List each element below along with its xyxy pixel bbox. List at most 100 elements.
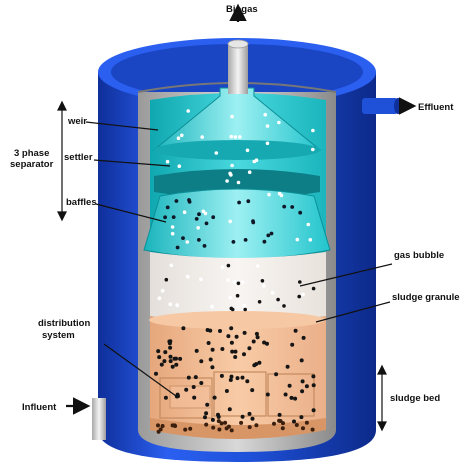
gas-bubble: [238, 135, 242, 139]
gas-bubble: [262, 284, 266, 288]
sludge-granule: [255, 335, 260, 340]
sludge-granule: [235, 376, 240, 381]
gas-bubble: [165, 159, 170, 164]
sludge-granule: [203, 415, 207, 420]
sludge-granule: [233, 355, 238, 359]
sludge-granule: [165, 205, 170, 210]
sludge-granule: [229, 428, 234, 433]
gas-bubble: [265, 124, 270, 128]
weir-leader: [85, 121, 159, 131]
sludge-granule: [226, 334, 231, 339]
biogas-pipe: [227, 39, 249, 94]
sludge-granule: [184, 387, 189, 392]
sludge-granule: [242, 352, 246, 357]
gas-bubble: [186, 109, 190, 113]
sludge-granule: [208, 357, 213, 362]
sludge-granule: [246, 199, 251, 204]
sludge-granule: [247, 425, 252, 430]
sludge-granule: [160, 424, 165, 428]
sludge-granule: [163, 215, 168, 220]
sludge-granule: [228, 378, 233, 382]
distribution-leader: [103, 343, 177, 397]
gas-bubble: [267, 192, 271, 197]
sludge-granule: [208, 328, 213, 333]
sludge-granule: [199, 359, 204, 364]
sludge-granule: [266, 233, 271, 238]
gas-bubble: [295, 237, 300, 242]
sludge-granule: [299, 358, 304, 363]
sludge-granule: [194, 348, 199, 353]
sludge-granule: [175, 245, 180, 250]
sludge-granule: [294, 423, 299, 427]
sludge-granule: [254, 331, 259, 336]
sludge-granule: [274, 372, 279, 377]
sludge-granule: [235, 293, 240, 298]
gas-bubble: [180, 133, 184, 138]
sludge-granule: [164, 277, 169, 282]
sludge-bed-bracket: [377, 364, 387, 432]
sludge-granule: [210, 347, 215, 352]
sludge-granule: [188, 426, 193, 431]
gas-bubble: [240, 280, 245, 285]
gas-bubble: [228, 295, 233, 300]
sludge-granule: [240, 375, 245, 380]
weir-label: weir: [67, 116, 87, 127]
sludge-granule: [224, 426, 229, 431]
gas-bubble: [311, 128, 315, 133]
sludge-granule: [175, 392, 180, 397]
gas-bubble: [210, 304, 214, 309]
sludge-granule: [280, 426, 285, 431]
gas-bubble: [270, 290, 275, 295]
sludge-granule: [290, 342, 295, 347]
sludge-granule: [301, 335, 306, 340]
gas-bubble: [308, 238, 313, 242]
sludge-granule: [206, 341, 211, 345]
sludge-granule: [290, 205, 295, 209]
sludge-granule: [210, 365, 215, 370]
sludge-granule: [293, 396, 298, 401]
sludge-granule: [197, 212, 201, 217]
gas-bubble: [176, 136, 181, 140]
sludge-granule: [192, 395, 197, 400]
sludge-granule: [219, 373, 224, 378]
gas-bubble: [245, 148, 250, 153]
gas-bubble: [263, 112, 268, 117]
gas-bubble: [228, 219, 232, 224]
sludge-granule: [170, 423, 175, 428]
sludge-granule: [311, 374, 316, 379]
sludge-granule: [178, 356, 183, 361]
sludge-granule: [243, 307, 247, 312]
sludge-granule: [202, 244, 207, 248]
sludge-bed-label: sludge bed: [390, 393, 440, 404]
sludge-granule: [251, 220, 256, 225]
sludge-granule: [247, 411, 252, 416]
gas-bubble: [255, 264, 260, 268]
sludge-granule: [211, 425, 216, 430]
sludge-granule: [218, 329, 222, 333]
sludge-granule: [287, 383, 292, 388]
sludge-granule: [243, 238, 248, 242]
separator-label-line2: separator: [10, 159, 54, 170]
separator-bracket: [57, 100, 67, 222]
sludge-granule: [282, 204, 287, 209]
gas-bubble: [254, 158, 259, 162]
gas-bubble: [168, 302, 173, 307]
sludge-granule: [193, 375, 198, 380]
sludge-granule: [216, 412, 220, 417]
sludge-granule: [220, 347, 225, 351]
gas-bubble: [232, 280, 237, 284]
sludge-granule: [298, 210, 303, 215]
influent-label: Influent: [22, 402, 57, 413]
distribution-label-line1: distribution: [38, 318, 90, 329]
sludge-granule: [311, 286, 316, 291]
sludge-granule: [168, 359, 173, 364]
sludge-granule: [265, 341, 269, 346]
sludge-granule: [230, 349, 235, 354]
gas-bubble-label: gas bubble: [394, 250, 444, 261]
sludge-granule: [187, 198, 191, 202]
sludge-granule: [293, 328, 298, 333]
gas-bubble: [247, 170, 252, 174]
leader-lines: [85, 121, 393, 397]
sludge-granule: [181, 326, 186, 331]
